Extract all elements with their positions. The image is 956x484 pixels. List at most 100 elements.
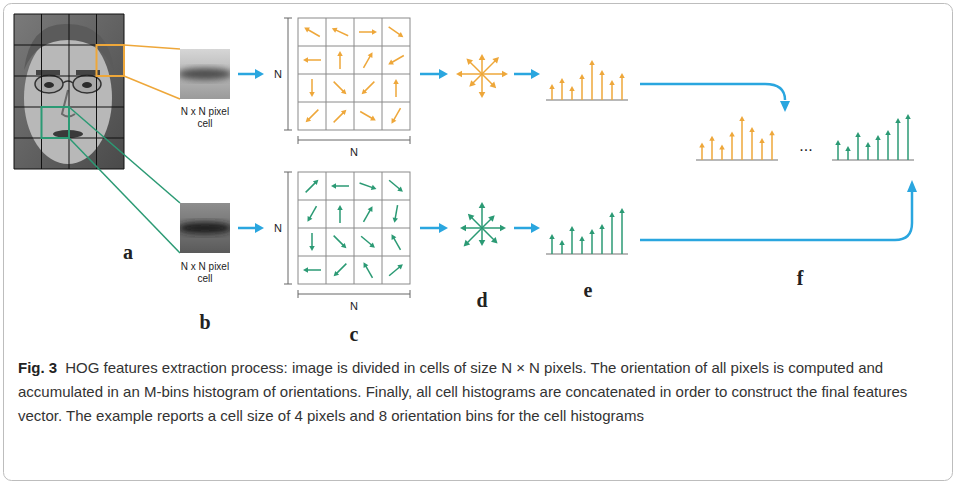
face-glasses <box>35 75 63 93</box>
histogram-bar <box>721 148 723 160</box>
histogram-bar-head <box>569 86 575 91</box>
grid-line <box>298 228 410 229</box>
dimension-tick <box>410 136 411 144</box>
gradient-arrow <box>308 110 318 120</box>
gradient-arrow-head <box>371 185 377 190</box>
dimension-label: N <box>274 222 282 235</box>
histogram-baseline <box>832 159 914 161</box>
histogram-bar-head <box>709 136 715 141</box>
cell-highlight <box>42 107 70 138</box>
histogram-bar-head <box>559 240 565 245</box>
histogram-bar-head <box>599 70 605 75</box>
gradient-arrow-head <box>362 89 367 94</box>
cell-label: N x N pixel cell <box>173 261 237 284</box>
gradient-arrow <box>334 82 344 92</box>
orientation-arrow-head <box>492 57 499 64</box>
gradient-arrow-head <box>308 216 313 222</box>
face-background <box>14 14 124 169</box>
grid-line <box>41 14 42 169</box>
histogram-bar-head <box>865 142 871 147</box>
histogram-bar-head <box>549 84 555 89</box>
process-arrow <box>420 227 442 230</box>
gradient-arrow-head <box>313 180 318 185</box>
gradient-arrow-head <box>334 271 339 276</box>
gradient-arrow <box>339 55 341 70</box>
histogram-bar <box>571 230 573 255</box>
process-arrow <box>640 192 912 240</box>
gradient-arrow <box>393 237 400 250</box>
dimension-tick <box>298 136 299 144</box>
green-star <box>460 202 506 246</box>
orientation-arrow <box>464 227 482 229</box>
histogram-bar <box>591 233 593 255</box>
face-head <box>24 32 112 164</box>
gradient-arrow <box>335 185 350 187</box>
face-eye <box>82 82 92 88</box>
histogram-bar-head <box>759 138 765 143</box>
orientation-arrow <box>481 206 483 228</box>
gradient-arrow-head <box>398 32 404 37</box>
gradient-arrow-head <box>332 28 338 33</box>
histogram-bar-head <box>845 146 851 151</box>
orientation-arrow <box>482 73 504 75</box>
dimension-label: N <box>274 68 282 81</box>
grid-line <box>382 172 383 284</box>
histogram-bar <box>847 150 849 161</box>
process-arrow <box>514 227 534 230</box>
process-arrow-head <box>780 101 790 112</box>
grid-line <box>96 14 97 169</box>
panel-letter: f <box>797 267 804 290</box>
gradient-arrow-head <box>337 205 343 210</box>
grid-line <box>69 14 70 169</box>
histogram-bar-head <box>609 212 615 217</box>
histogram-bar <box>621 77 623 101</box>
gradient-arrow-head <box>388 60 394 65</box>
histogram-bar-head <box>589 60 595 65</box>
histogram-bar-head <box>579 236 585 241</box>
gradient-arrow-head <box>337 51 343 56</box>
ellipsis: ... <box>799 137 812 155</box>
green-histogram <box>546 208 628 254</box>
gradient-arrow <box>389 27 401 35</box>
histogram-bar-head <box>619 208 625 213</box>
gradient-arrow-head <box>341 243 346 248</box>
dimension-tick <box>284 284 292 285</box>
histogram-bar <box>867 146 869 161</box>
histogram-bar <box>591 64 593 101</box>
gradient-arrow-head <box>369 242 375 247</box>
figure-frame <box>4 4 953 481</box>
histogram-bar <box>601 228 603 255</box>
gradient-arrow-head <box>303 57 308 63</box>
orientation-arrow-head <box>502 71 508 78</box>
orientation-arrow-head <box>460 225 466 232</box>
gradient-arrow <box>364 209 371 222</box>
gradient-arrow <box>311 233 313 248</box>
gradient-arrow <box>389 180 400 189</box>
orientation-arrow <box>482 218 492 228</box>
gradient-arrow <box>335 30 348 36</box>
histogram-bar <box>551 88 553 101</box>
orientation-arrow-head <box>479 54 486 60</box>
orange-star <box>456 54 508 98</box>
dimension-line <box>288 18 289 130</box>
histogram-bar-head <box>569 226 575 231</box>
gradient-arrow-head <box>368 52 373 58</box>
orange-thumb <box>178 49 233 99</box>
orange-histogram <box>546 60 628 100</box>
histogram-bar <box>611 84 613 101</box>
gradient-arrow-head <box>331 183 336 189</box>
histogram-bar <box>857 136 859 161</box>
orientation-arrow <box>472 74 482 84</box>
orientation-arrow <box>482 228 495 241</box>
green-thumb <box>178 203 233 253</box>
orientation-arrow-head <box>491 237 498 244</box>
dimension-line <box>288 172 289 284</box>
histogram-bar <box>837 144 839 161</box>
histogram-bar <box>581 78 583 101</box>
histogram-bar-head <box>719 145 725 150</box>
histogram-bar-head <box>599 224 605 229</box>
gradient-arrow-head <box>393 79 399 84</box>
caption-block: Fig. 3HOG features extraction process: i… <box>18 356 936 428</box>
histogram-bar <box>581 240 583 255</box>
